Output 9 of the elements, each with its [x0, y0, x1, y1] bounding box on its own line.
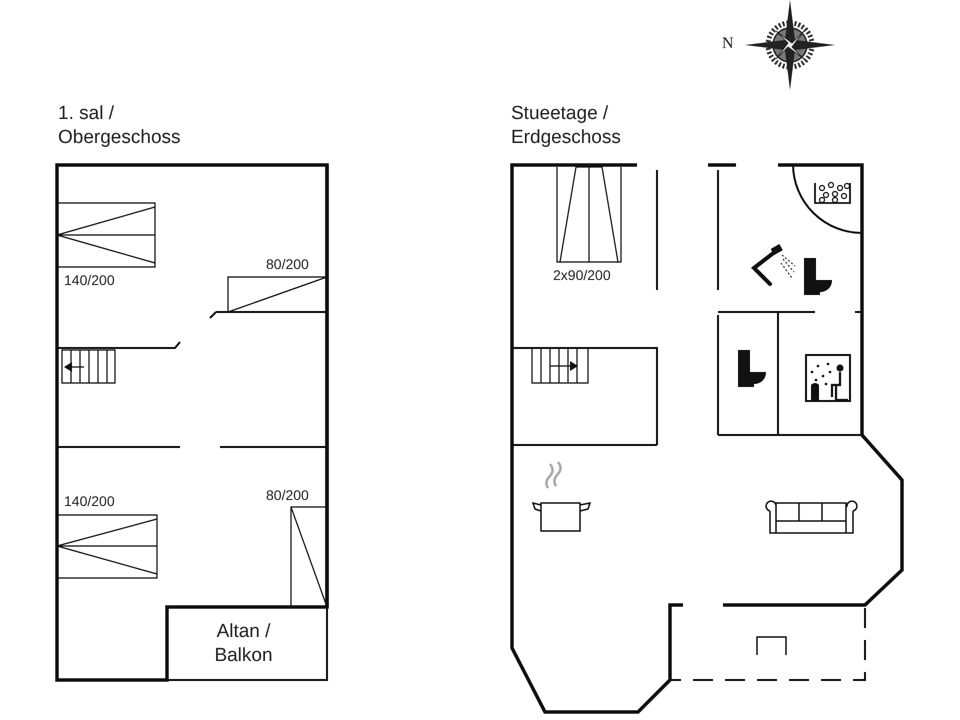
bed-size: 80/200 [266, 487, 309, 504]
compass-letter: N [722, 34, 734, 54]
bed-size: 2x90/200 [553, 267, 611, 284]
bed-size: 80/200 [266, 256, 309, 274]
floor-heading: 1. sal / Obergeschoss [58, 102, 182, 150]
bed-size: 140/200 [64, 493, 115, 510]
bed-size: 140/200 [64, 272, 115, 290]
room-name: Altan / Balkon [213, 620, 274, 668]
floor-heading: Stueetage / Erdgeschoss [511, 102, 622, 150]
